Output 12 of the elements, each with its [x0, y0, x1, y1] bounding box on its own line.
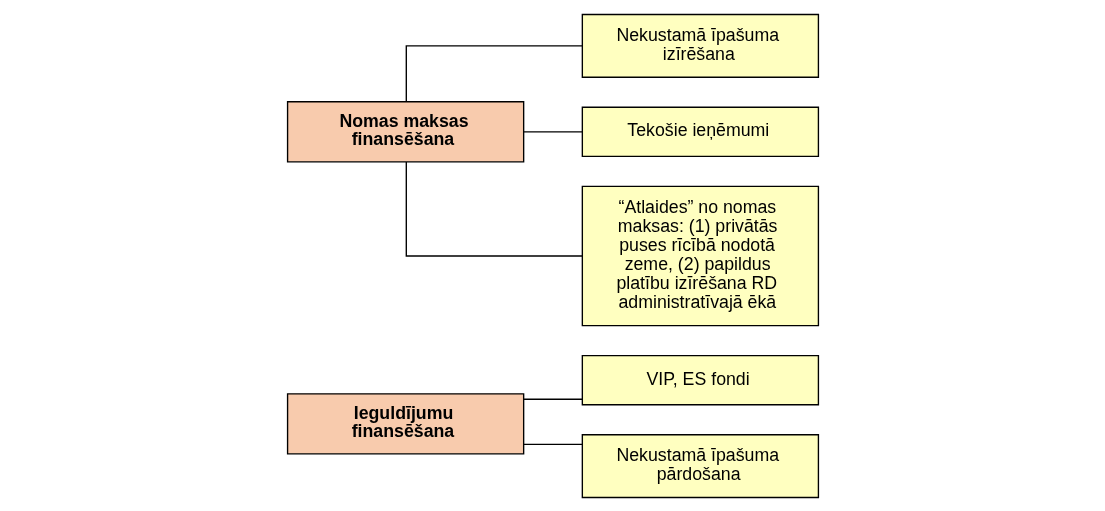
node-box: Ieguldījumu finansēšana — [286, 392, 524, 455]
connector — [522, 443, 583, 445]
connector — [522, 130, 583, 132]
node-box: “Atlaides” no nomas maksas: (1) privātās puses rīcībā nodotā zeme, (2) papildus platību izīrēšana RD administratīvajā ēkā — [581, 185, 819, 326]
connector — [522, 398, 583, 400]
connector — [405, 44, 583, 102]
node-box: Nomas maksas finansēšana — [286, 100, 524, 162]
node-box: Nekustamā īpašuma pārdošana — [581, 433, 819, 498]
connector — [405, 160, 583, 257]
node-box: Tekošie ieņēmumi — [581, 106, 819, 157]
node-box: VIP, ES fondi — [581, 354, 819, 405]
node-box: Nekustamā īpašuma izīrēšana — [581, 13, 819, 78]
